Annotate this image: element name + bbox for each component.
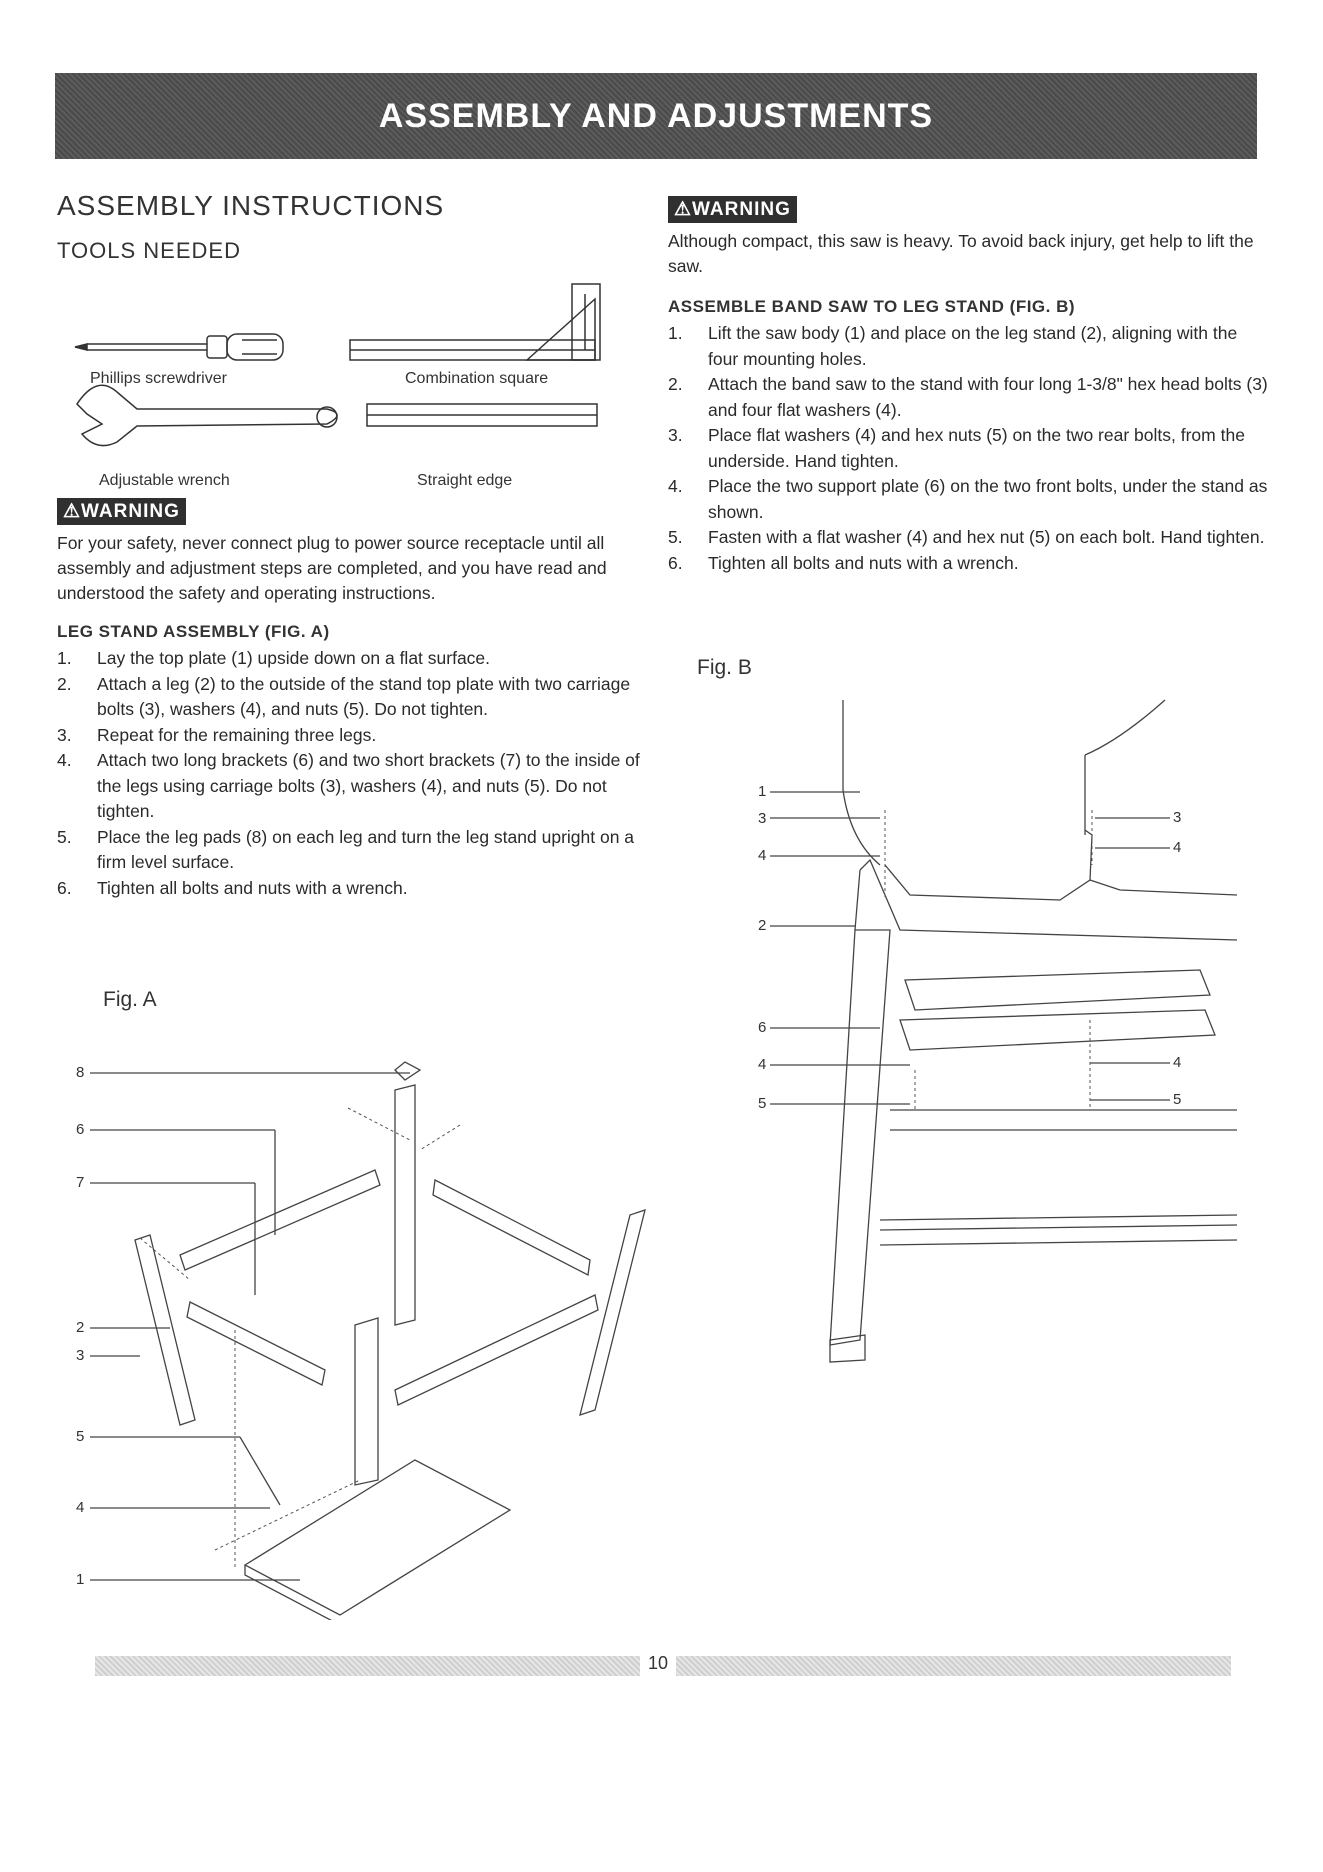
warning-badge: ⚠WARNING xyxy=(57,498,186,525)
fig-a-callout: 8 xyxy=(76,1064,85,1081)
list-item: 5.Place the leg pads (8) on each leg and… xyxy=(57,826,635,873)
section-banner: ASSEMBLY AND ADJUSTMENTS xyxy=(55,73,1257,159)
fig-a-callout: 2 xyxy=(76,1319,85,1336)
warning-label: WARNING xyxy=(692,199,791,220)
assemble-band-saw-heading: ASSEMBLE BAND SAW TO LEG STAND (FIG. B) xyxy=(668,297,1076,316)
screwdriver-label: Phillips screwdriver xyxy=(90,370,227,387)
warning-text: Although compact, this saw is heavy. To … xyxy=(668,231,1254,276)
screwdriver-icon xyxy=(74,333,284,361)
list-item: 3.Place flat washers (4) and hex nuts (5… xyxy=(668,425,1245,471)
assembly-instructions-heading: ASSEMBLY INSTRUCTIONS xyxy=(57,190,445,221)
fig-b-callout: 4 xyxy=(1173,1054,1182,1071)
tools-illustration: Phillips screwdriver Combination square … xyxy=(57,274,657,489)
list-item: 4.Attach two long brackets (6) and two s… xyxy=(57,750,640,821)
combination-square-label: Combination square xyxy=(405,370,549,387)
footer-bar-right xyxy=(676,1656,1231,1676)
warning-text: For your safety, never connect plug to p… xyxy=(57,533,607,603)
wrench-label: Adjustable wrench xyxy=(99,472,230,489)
fig-b-callout: 3 xyxy=(758,810,767,827)
fig-b-callout: 4 xyxy=(758,847,767,864)
fig-a-label: Fig. A xyxy=(103,988,157,1011)
fig-b-label: Fig. B xyxy=(697,656,752,679)
list-item: 6.Tighten all bolts and nuts with a wren… xyxy=(57,877,408,898)
fig-b-callout: 5 xyxy=(758,1095,767,1112)
list-item: 1.Lift the saw body (1) and place on the… xyxy=(668,323,1238,369)
list-item: 1.Lay the top plate (1) upside down on a… xyxy=(57,648,491,668)
warning-triangle-icon: ⚠ xyxy=(63,501,82,522)
fig-a-callout: 1 xyxy=(76,1571,85,1588)
fig-a-callout: 5 xyxy=(76,1428,85,1445)
warning-badge: ⚠WARNING xyxy=(668,196,797,223)
combination-square-icon xyxy=(349,283,601,361)
fig-a-callout: 6 xyxy=(76,1121,85,1138)
fig-b-callout: 5 xyxy=(1173,1091,1182,1108)
tools-needed-heading: TOOLS NEEDED xyxy=(57,238,241,263)
fig-b-callout: 3 xyxy=(1173,809,1182,826)
list-item: 4.Place the two support plate (6) on the… xyxy=(668,476,1268,522)
fig-a-diagram xyxy=(90,1061,646,1620)
fig-a-callout: 4 xyxy=(76,1499,85,1516)
left-warning: ⚠WARNING For your safety, never connect … xyxy=(57,498,657,606)
band-saw-section: ASSEMBLE BAND SAW TO LEG STAND (FIG. B) … xyxy=(668,297,1268,576)
straight-edge-icon xyxy=(366,403,598,427)
warning-triangle-icon: ⚠ xyxy=(674,199,693,220)
adjustable-wrench-icon xyxy=(76,384,338,447)
leg-stand-section: LEG STAND ASSEMBLY (FIG. A) 1.Lay the to… xyxy=(57,622,657,901)
band-saw-steps: 1.Lift the saw body (1) and place on the… xyxy=(668,321,1268,576)
leg-stand-heading: LEG STAND ASSEMBLY (FIG. A) xyxy=(57,622,330,641)
list-item: 2.Attach a leg (2) to the outside of the… xyxy=(57,673,631,720)
right-column: ⚠WARNING Although compact, this saw is h… xyxy=(668,196,1268,576)
list-item: 2.Attach the band saw to the stand with … xyxy=(668,374,1268,420)
fig-b-callout: 4 xyxy=(1173,839,1182,856)
left-column: ASSEMBLY INSTRUCTIONS TOOLS NEEDED xyxy=(57,190,657,901)
list-item: 3.Repeat for the remaining three legs. xyxy=(57,724,377,745)
footer-bar-left xyxy=(95,1656,640,1676)
list-item: 6.Tighten all bolts and nuts with a wren… xyxy=(668,552,1019,573)
leg-stand-steps: 1.Lay the top plate (1) upside down on a… xyxy=(57,646,657,901)
fig-b-callout: 4 xyxy=(758,1056,767,1073)
fig-b-diagram xyxy=(770,699,1238,1363)
warning-label: WARNING xyxy=(81,501,180,522)
fig-a-callout: 3 xyxy=(76,1347,85,1364)
page-number: 10 xyxy=(648,1653,669,1673)
fig-b-callout: 1 xyxy=(758,783,767,800)
tools-drawing xyxy=(74,283,601,447)
fig-b-callout: 2 xyxy=(758,917,767,934)
section-title: ASSEMBLY AND ADJUSTMENTS xyxy=(378,96,934,135)
fig-b-callout: 6 xyxy=(758,1019,767,1036)
straight-edge-label: Straight edge xyxy=(417,472,513,489)
list-item: 5.Fasten with a flat washer (4) and hex … xyxy=(668,527,1265,547)
fig-a-callout: 7 xyxy=(76,1174,85,1191)
